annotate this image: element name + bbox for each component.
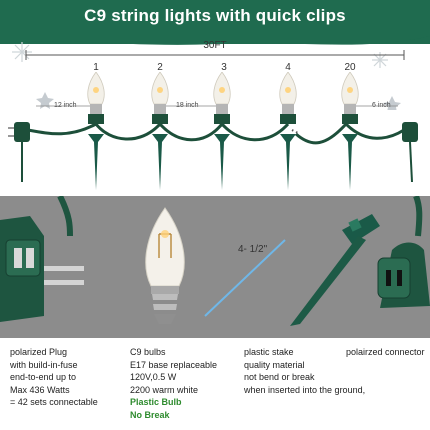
plug-caption: polarized Plug with build-in-fuse end-to… (10, 346, 98, 409)
caption-line: 2200 warm white (130, 384, 199, 395)
male-plug (14, 122, 30, 142)
bulb-with-stake (213, 72, 231, 190)
stake-length-label: 4- 1/2" (238, 244, 268, 255)
page-title: C9 string lights with quick clips (84, 6, 346, 25)
wire (27, 121, 290, 142)
bulb-number-20: 20 (344, 62, 356, 73)
caption-line: not bend or break (244, 372, 315, 382)
fuse-icon (14, 248, 22, 268)
bulb-with-stake (87, 72, 105, 190)
banner-wave (0, 30, 430, 45)
connector-caption: polairzed connector (346, 346, 425, 359)
fuse-icon (26, 248, 34, 268)
snowflake-icon (12, 42, 32, 62)
outlet-slot (397, 270, 402, 286)
caption-line: when inserted into the ground, (244, 384, 366, 395)
caption-line: polarized Plug (10, 347, 68, 357)
bulb-number-4: 4 (285, 62, 291, 73)
bulb-with-stake (341, 72, 359, 190)
snowflake-decorations (12, 42, 401, 110)
spacing-label-between: 18 inch (176, 102, 199, 109)
spacing-label-lead-right: 6 inch (372, 102, 391, 109)
caption-line: end-to-end up to (10, 372, 77, 382)
star-icon (383, 96, 401, 110)
caption-line: Max 436 Watts (10, 384, 70, 395)
bulb-with-stake (151, 72, 169, 190)
caption-line: E17 base replaceable (130, 359, 218, 370)
caption-line: with build-in-fuse (10, 359, 78, 370)
bulb-number-3: 3 (221, 62, 227, 73)
caption-line: 120V,0.5 W (130, 372, 177, 382)
length-dimension-line (25, 50, 405, 60)
spacing-label-lead-left: 12 inch (54, 102, 77, 109)
bulb-number-1: 1 (93, 62, 99, 73)
caption-line: quality material (244, 359, 305, 370)
stake-closeup (290, 214, 380, 326)
stake-caption: plastic stake quality material not bend … (244, 346, 365, 396)
bulb-closeup (145, 207, 185, 324)
outlet-slot (386, 270, 391, 286)
bulb-with-stake (279, 72, 297, 190)
connector-closeup (377, 196, 430, 308)
caption-line: = 42 sets connectable (10, 397, 98, 407)
dimension-line (204, 239, 286, 317)
detail-illustrations (0, 196, 430, 326)
string-light-diagram (8, 72, 418, 190)
string-length-label: 30FT (203, 40, 227, 51)
star-icon (36, 92, 54, 109)
caption-line-highlight: No Break (130, 409, 170, 420)
plug-closeup (0, 196, 84, 322)
bulb-caption: C9 bulbs E17 base replaceable 120V,0.5 W… (130, 346, 217, 421)
female-connector (402, 122, 418, 142)
bulb-number-2: 2 (157, 62, 163, 73)
caption-line: C9 bulbs (130, 347, 166, 357)
caption-line: plastic stake (244, 347, 294, 357)
caption-line: polairzed connector (346, 347, 425, 357)
caption-line-highlight: Plastic Bulb (130, 397, 182, 407)
